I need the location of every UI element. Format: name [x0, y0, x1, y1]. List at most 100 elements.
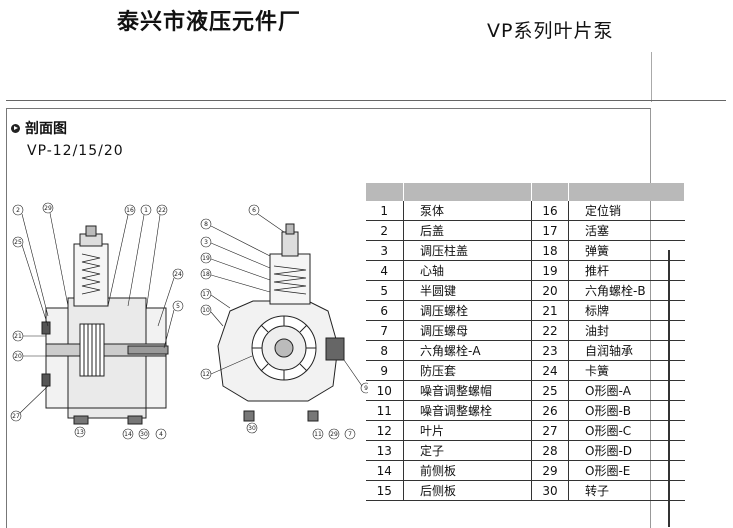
model-label: VP-12/15/20 [27, 143, 124, 159]
part-number: 12 [365, 420, 404, 441]
cross-section-drawing: 2 29 25 21 20 27 13 14 30 4 16 1 22 24 5… [10, 202, 368, 440]
part-name: 后盖 [403, 220, 532, 241]
callout-label: 30 [248, 425, 256, 432]
callout-label: 29 [330, 431, 338, 438]
part-number: 27 [531, 420, 569, 441]
callout-left-5 [12, 350, 80, 362]
callout-label: 27 [12, 413, 20, 420]
part-name: 卡簧 [568, 360, 685, 381]
callout-label: 24 [174, 271, 182, 278]
callout-left-8 [122, 428, 134, 440]
callout-label: 14 [124, 431, 132, 438]
part-name: 弹簧 [568, 240, 685, 261]
callout-label: 2 [16, 207, 20, 214]
part-name: 叶片 [403, 420, 532, 441]
callout-right-2 [200, 218, 271, 257]
callout-label: 11 [314, 431, 322, 438]
callouts [10, 202, 368, 440]
callout-label: 30 [140, 431, 148, 438]
callout-left-11 [107, 204, 136, 307]
callout-left-7 [74, 426, 86, 438]
part-number: 19 [531, 260, 569, 281]
callout-left-10 [155, 428, 167, 440]
callout-left-13 [145, 204, 168, 312]
callout-right-10 [312, 428, 324, 440]
part-name: 噪音调整螺栓 [403, 400, 532, 421]
part-number: 1 [365, 201, 404, 221]
callout-left-9 [138, 428, 150, 440]
part-number: 21 [531, 300, 569, 321]
part-number: 13 [365, 440, 404, 461]
part-number: 22 [531, 320, 569, 341]
front-section-view [217, 223, 345, 422]
part-number: 6 [365, 300, 404, 321]
part-name: 前侧板 [403, 460, 532, 481]
part-number: 23 [531, 340, 569, 361]
callout-label: 8 [204, 221, 208, 228]
callout-right-11 [328, 428, 340, 440]
part-name: 泵体 [403, 201, 532, 221]
callout-right-9 [246, 422, 258, 434]
part-name: 防压套 [403, 360, 532, 381]
callout-left-12 [127, 204, 152, 307]
callout-label: 29 [44, 205, 52, 212]
part-name: 后侧板 [403, 480, 532, 501]
callout-right-6 [200, 288, 231, 309]
part-name: O形圈-E [568, 460, 685, 481]
callout-label: 3 [204, 239, 208, 246]
part-name: 半圆键 [403, 280, 532, 301]
part-number: 7 [365, 320, 404, 341]
callout-left-3 [12, 236, 49, 327]
part-name: 噪音调整螺帽 [403, 380, 532, 401]
callout-label: 16 [126, 207, 134, 214]
callout-left-4 [12, 330, 46, 342]
callout-label: 4 [159, 431, 163, 438]
part-number: 28 [531, 440, 569, 461]
callout-label: 17 [202, 291, 210, 298]
callout-left-1 [12, 204, 49, 317]
callout-label: 19 [202, 255, 210, 262]
callout-label: 5 [176, 303, 180, 310]
side-section-view [41, 225, 169, 425]
callout-left-6 [10, 385, 49, 422]
part-number: 16 [531, 201, 569, 221]
part-name: 调压柱盖 [403, 240, 532, 261]
callout-right-5 [200, 268, 271, 293]
callout-right-1 [248, 204, 285, 233]
part-name: 活塞 [568, 220, 685, 241]
part-name: 自润轴承 [568, 340, 685, 361]
callout-left-14 [157, 268, 184, 327]
part-name: 心轴 [403, 260, 532, 281]
part-number: 4 [365, 260, 404, 281]
product-title: VP系列叶片泵 [487, 20, 614, 42]
callout-right-12 [344, 428, 356, 440]
part-number: 17 [531, 220, 569, 241]
part-number: 18 [531, 240, 569, 261]
part-number: 20 [531, 280, 569, 301]
part-number: 2 [365, 220, 404, 241]
callout-label: 12 [202, 371, 210, 378]
callout-label: 20 [14, 353, 22, 360]
callout-label: 10 [202, 307, 210, 314]
callout-label: 1 [144, 207, 148, 214]
part-name: 转子 [568, 480, 685, 501]
callout-left-15 [163, 300, 184, 349]
callout-right-8 [200, 355, 253, 380]
part-name: 六角螺栓-B [568, 280, 685, 301]
part-name: 调压螺栓 [403, 300, 532, 321]
callout-label: 7 [348, 431, 352, 438]
part-number: 14 [365, 460, 404, 481]
callout-label: 25 [14, 239, 22, 246]
part-name: 调压螺母 [403, 320, 532, 341]
section-title: 剖面图 [25, 121, 67, 137]
part-name: O形圈-C [568, 420, 685, 441]
part-name: 定位销 [568, 201, 685, 221]
